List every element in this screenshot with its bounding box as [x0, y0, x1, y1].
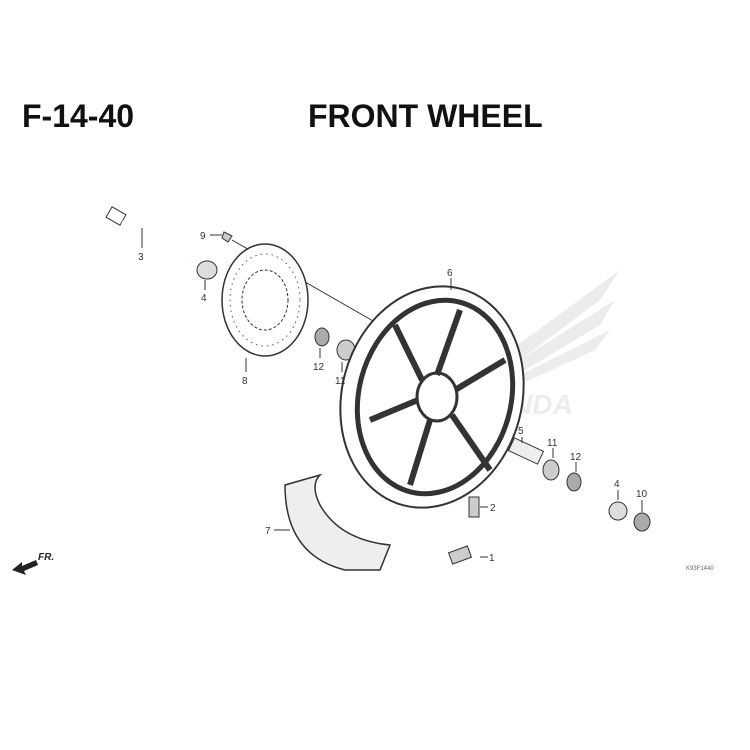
- part-balance-weight[interactable]: [447, 545, 473, 565]
- part-distance-collar[interactable]: [507, 437, 545, 465]
- callout-12b: 12: [570, 452, 582, 463]
- callout-4b: 4: [614, 479, 620, 490]
- callout-11b: 11: [547, 438, 558, 449]
- part-dust-seal-10[interactable]: [633, 512, 651, 532]
- callout-3: 3: [138, 252, 144, 263]
- callout-6: 6: [447, 268, 453, 279]
- callout-5: 5: [518, 426, 524, 437]
- part-side-collar[interactable]: [196, 260, 218, 280]
- part-brake-disc[interactable]: [221, 243, 309, 357]
- diagram-title: FRONT WHEEL: [308, 98, 543, 134]
- callout-8: 8: [242, 376, 248, 387]
- callout-1: 1: [489, 553, 495, 564]
- callout-labels: 1 2 3 4 4 5 6 7 8 9 10 11 11 12 12: [138, 228, 648, 564]
- part-valve[interactable]: [468, 496, 480, 518]
- direction-label: FR.: [38, 552, 54, 563]
- callout-11: 11: [335, 376, 346, 387]
- callout-7: 7: [265, 526, 271, 537]
- callout-2: 2: [490, 503, 496, 514]
- part-front-wheel[interactable]: [316, 266, 548, 529]
- part-tire[interactable]: [284, 473, 392, 571]
- reference-code: K93F1440: [686, 566, 714, 572]
- front-direction-arrow: FR.: [12, 552, 54, 575]
- callout-10: 10: [636, 489, 648, 500]
- part-axle-bolt[interactable]: [105, 206, 191, 260]
- part-side-collar-right[interactable]: [608, 501, 628, 521]
- part-disc-bolt[interactable]: [221, 231, 233, 243]
- callout-12: 12: [313, 362, 325, 373]
- part-dust-seal-right[interactable]: [566, 472, 582, 492]
- part-dust-seal[interactable]: [314, 327, 330, 347]
- callout-4: 4: [201, 293, 207, 304]
- diagram-code: F-14-40: [22, 98, 135, 134]
- callout-9: 9: [200, 231, 206, 242]
- part-bearing-right[interactable]: [542, 459, 560, 481]
